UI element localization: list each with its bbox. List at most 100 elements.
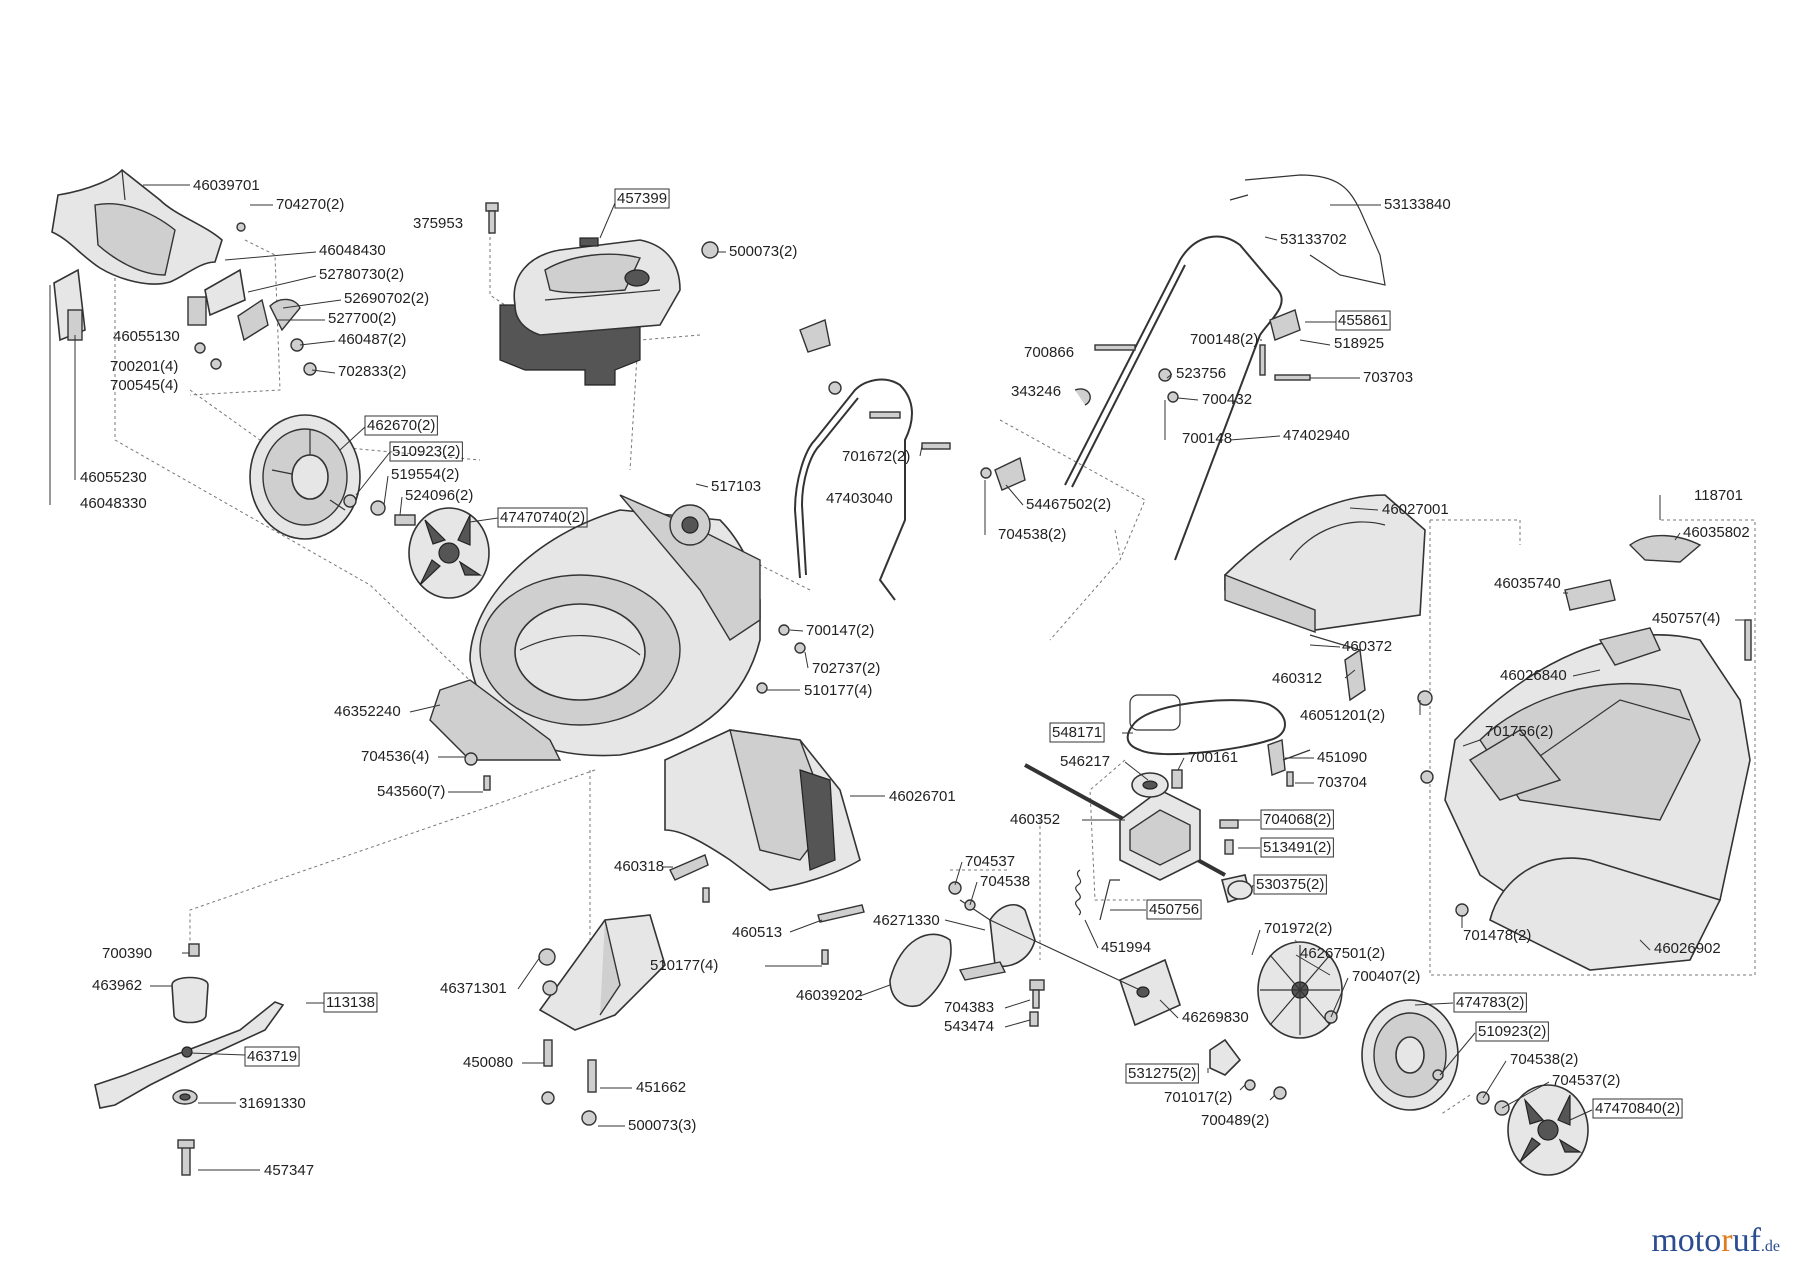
- part-number: 701478(2): [1463, 927, 1531, 944]
- part-label: 375953: [413, 215, 463, 232]
- part-label: 46352240: [334, 703, 441, 720]
- part-number: 701017(2): [1164, 1089, 1232, 1106]
- part-label: 517103: [695, 478, 761, 495]
- part-number: 343246: [1011, 383, 1061, 400]
- part-number: 704536(4): [361, 748, 429, 765]
- part-number: 31691330: [239, 1095, 306, 1112]
- part-number: 46027001: [1382, 501, 1449, 518]
- leader-line: [1229, 435, 1281, 441]
- part-number: 700432: [1202, 391, 1252, 408]
- part-number: 455861: [1338, 312, 1388, 329]
- part-number: 543474: [944, 1018, 994, 1035]
- chute-fasteners: [669, 854, 865, 965]
- leader-line: [189, 1052, 246, 1056]
- part-number: 700201(4): [110, 358, 178, 375]
- leader-line: [1639, 939, 1651, 951]
- part-label: 113138: [306, 992, 378, 1013]
- part-label: 46051201(2): [1300, 700, 1421, 724]
- leader-line: [339, 426, 366, 451]
- part-label: 455861: [1305, 310, 1391, 331]
- part-number: 46039701: [193, 177, 260, 194]
- part-label: 518925: [1299, 335, 1384, 352]
- height-adjuster-plates: [53, 268, 301, 342]
- part-label: 46048430: [224, 242, 386, 261]
- part-label: 343246: [1011, 383, 1061, 400]
- part-label: 702737(2): [804, 651, 880, 677]
- leader-line: [1004, 1019, 1031, 1028]
- part-label: 500073(2): [718, 243, 797, 260]
- part-label: 52780730(2): [247, 266, 404, 293]
- part-number: 703703: [1363, 369, 1413, 386]
- part-label: 474783(2): [1414, 992, 1527, 1013]
- part-number: 46026701: [889, 788, 956, 805]
- part-label: 700161: [1177, 749, 1238, 771]
- mower-deck: [429, 494, 761, 761]
- label-box: [244, 1046, 300, 1067]
- part-label: 46035802: [1674, 524, 1750, 541]
- part-label: 460487(2): [299, 331, 406, 348]
- leader-line: [954, 861, 963, 886]
- part-number: 474783(2): [1456, 994, 1524, 1011]
- label-box: [1592, 1098, 1683, 1119]
- part-label: 46035740: [1494, 575, 1568, 594]
- leader-line: [804, 651, 809, 669]
- part-label: 704538: [969, 873, 1030, 906]
- part-number: 451662: [636, 1079, 686, 1096]
- leader-line: [1330, 977, 1349, 1018]
- part-number: 703704: [1317, 774, 1367, 791]
- lower-handle: [793, 319, 1026, 601]
- leader-line: [1004, 999, 1031, 1009]
- part-number: 460513: [732, 924, 782, 941]
- motoruf-logo: motoruf.de: [1651, 1222, 1780, 1259]
- part-label: 519554(2): [383, 466, 459, 506]
- part-label: 543474: [944, 1018, 1031, 1035]
- leader-line: [1269, 1094, 1276, 1101]
- leader-line: [1501, 1081, 1550, 1109]
- part-label: 463719: [189, 1046, 300, 1067]
- leader-line: [919, 445, 923, 457]
- leader-line: [695, 483, 709, 488]
- part-number: 46048430: [319, 242, 386, 259]
- part-label: 703703: [1310, 369, 1413, 386]
- part-number: 702833(2): [338, 363, 406, 380]
- front-wheel-right: [1257, 941, 1589, 1176]
- leader-line: [1159, 999, 1179, 1019]
- leader-line: [1005, 484, 1024, 506]
- part-label: 513491(2): [1238, 837, 1334, 858]
- part-number: 704537: [965, 853, 1015, 870]
- label-box: [1260, 809, 1334, 830]
- drive-belt: [1126, 699, 1286, 756]
- blade-assembly: [94, 943, 285, 1176]
- leader-line: [1251, 929, 1261, 956]
- part-number: 524096(2): [405, 487, 473, 504]
- part-label: 700432: [1177, 391, 1252, 408]
- part-number: 701972(2): [1264, 920, 1332, 937]
- leader-line: [1349, 507, 1379, 511]
- part-label: 700147(2): [789, 622, 874, 639]
- part-number-labels: 46039701704270(2)4604843052780730(2)5269…: [49, 177, 1750, 1179]
- part-label: 704538(2): [984, 480, 1066, 543]
- leader-line: [1177, 397, 1199, 401]
- part-label: 46026701: [850, 788, 956, 805]
- part-label: 546217: [1060, 753, 1149, 781]
- part-label: 701017(2): [1164, 1084, 1246, 1106]
- grass-catcher: [1420, 534, 1752, 971]
- part-label: 510177(4): [650, 957, 822, 974]
- part-number: 701672(2): [842, 448, 910, 465]
- part-number: 701756(2): [1485, 723, 1553, 740]
- part-number: 54467502(2): [1026, 496, 1111, 513]
- part-number: 451090: [1317, 749, 1367, 766]
- small-screws-group-1: [194, 222, 317, 376]
- part-label: 530375(2): [1251, 874, 1327, 895]
- part-number: 46051201(2): [1300, 707, 1385, 724]
- leader-line: [224, 251, 317, 261]
- part-label: 46026902: [1639, 939, 1721, 957]
- part-number: 546217: [1060, 753, 1110, 770]
- part-number: 46035740: [1494, 575, 1561, 592]
- part-label: 704537(2): [1501, 1072, 1620, 1109]
- leader-line: [1239, 1084, 1246, 1091]
- part-label: 700390: [102, 945, 189, 962]
- part-label: 701478(2): [1461, 915, 1531, 944]
- part-number: 460318: [614, 858, 664, 875]
- part-label: 704270(2): [250, 196, 344, 213]
